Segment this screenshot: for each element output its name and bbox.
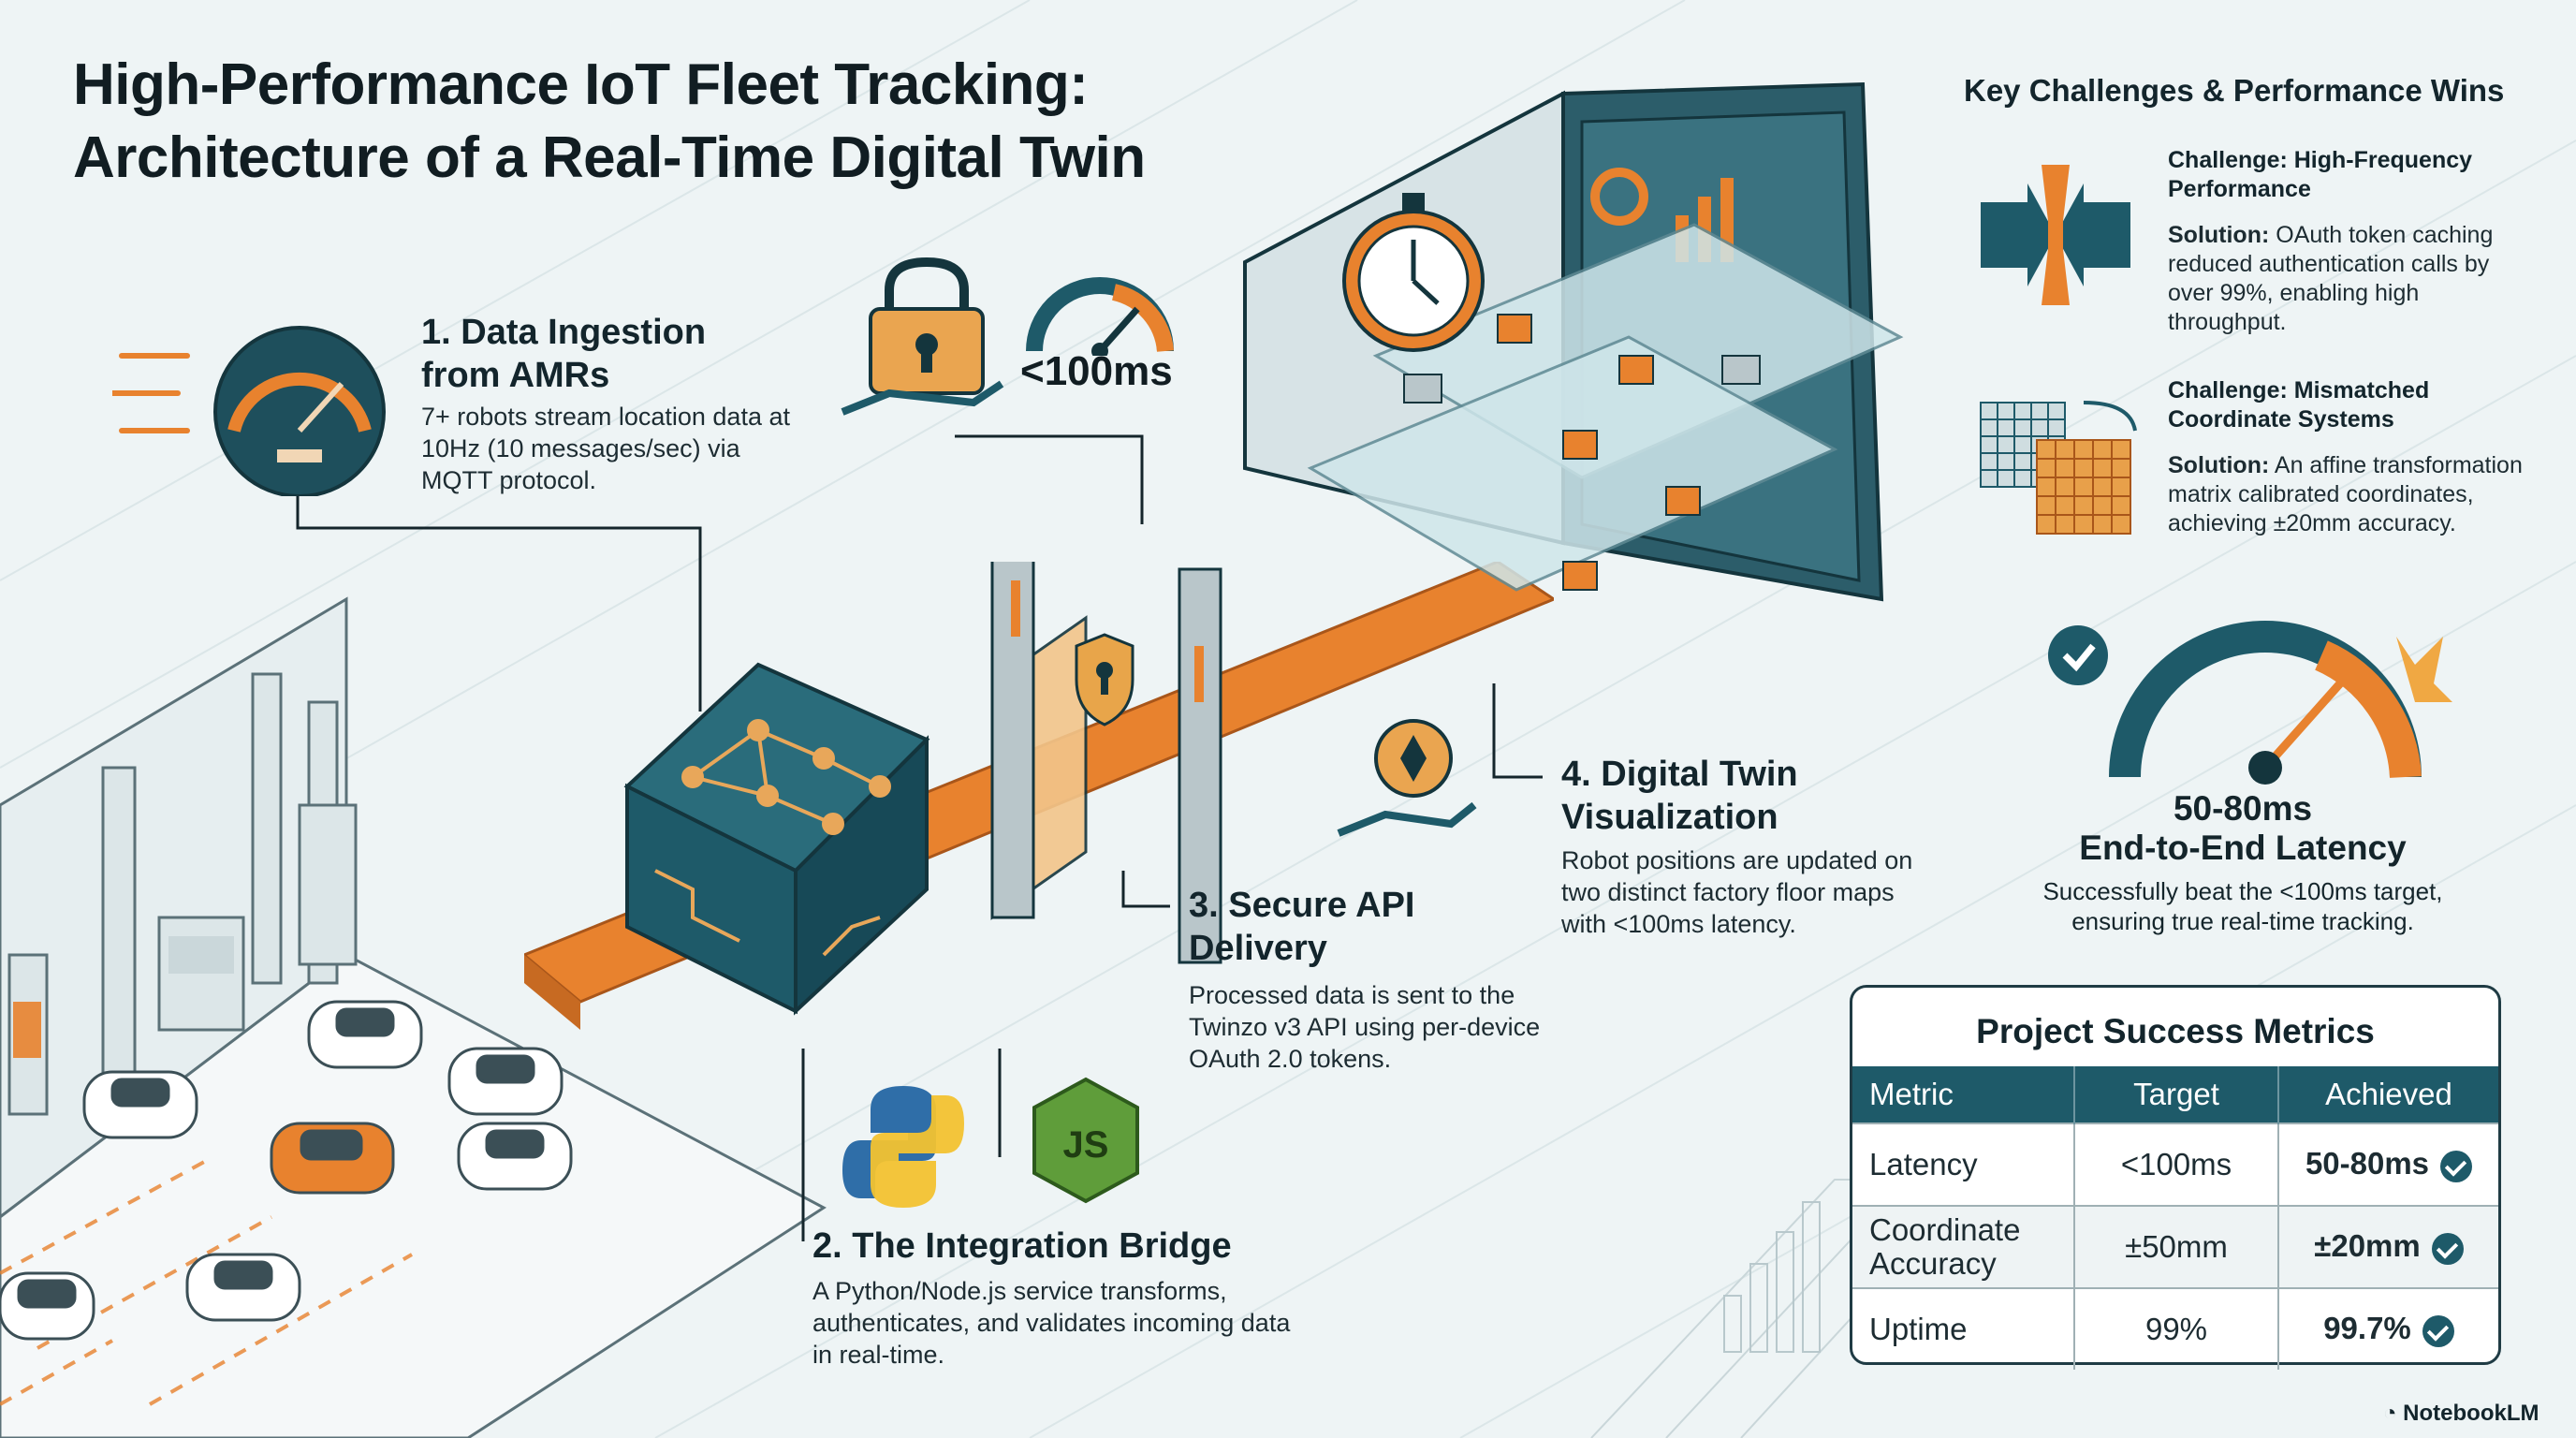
speedometer-icon [112,326,386,496]
target-cell: 99% [2073,1287,2278,1370]
table-row: Coordinate Accuracy ±50mm ±20mm [1852,1205,2498,1288]
step-api-heading: 3. Secure API Delivery [1189,886,1415,968]
challenge-1-heading: Challenge: High-Frequency Performance [2168,147,2473,202]
amr-robot [0,1271,95,1341]
challenge-2-solution-label: Solution: [2168,452,2270,478]
factory-floor-illustration [0,596,827,1438]
step-bridge-heading: 2. The Integration Bridge [812,1226,1232,1266]
lock-icon [841,257,1004,416]
achieved-cell: ±20mm [2277,1205,2498,1288]
achieved-value: 99.7% [2323,1311,2411,1346]
grid-transform-icon [1980,401,2137,535]
amr-robot [447,1047,564,1116]
achieved-value: ±20mm [2314,1228,2421,1264]
challenge-2-heading: Challenge: Mismatched Coordinate Systems [2168,377,2430,433]
metric-cell: Coordinate Accuracy [1852,1205,2074,1288]
nodejs-logo-text: JS [1063,1124,1109,1166]
header-metric: Metric [1852,1066,2074,1123]
integration-hub [623,662,930,1016]
latency-note: Successfully beat the <100ms target, ens… [2042,877,2443,935]
step-ingestion-heading: 1. Data Ingestion from AMRs [421,313,707,395]
challenge-1-solution: Solution: OAuth token caching reduced au… [2168,221,2533,337]
title-line-1: High-Performance IoT Fleet Tracking: [73,52,1089,117]
metric-cell: Latency [1852,1123,2074,1206]
challenges-title: Key Challenges & Performance Wins [1964,73,2505,108]
amr-robot [457,1122,573,1191]
check-icon [2422,1314,2454,1347]
challenge-1-solution-label: Solution: [2168,222,2270,248]
latency-value: 50-80ms [2173,789,2313,828]
stopwatch-icon [1342,193,1485,352]
check-icon [2048,625,2108,685]
latency-label: End-to-End Latency [2079,829,2407,867]
brand-label: ◔ NotebookLM [2383,1401,2539,1427]
data-pipeline-illustration [524,562,1554,1030]
amr-robot [82,1070,198,1139]
step-bridge-body: A Python/Node.js service transforms, aut… [812,1277,1291,1369]
table-row: Latency <100ms 50-80ms [1852,1123,2498,1206]
achieved-cell: 50-80ms [2277,1123,2498,1206]
step-twin-heading: 4. Digital Twin Visualization [1561,755,1798,837]
latency-gauge-icon [2048,621,2452,785]
metric-cell: Uptime [1852,1287,2074,1370]
digital-twin-screen [1243,81,1904,602]
coin-hand-icon [1337,719,1477,837]
achieved-cell: 99.7% [2277,1287,2498,1370]
challenge-2-solution: Solution: An affine transformation matri… [2168,451,2533,538]
challenge-2-solution-text: An affine transformation matrix calibrat… [2168,452,2523,536]
target-cell: <100ms [2073,1123,2278,1206]
metrics-panel: Project Success Metrics Metric Target Ac… [1850,985,2501,1370]
step-api-body: Processed data is sent to the Twinzo v3 … [1189,981,1541,1073]
page-title: High-Performance IoT Fleet Tracking: Arc… [73,49,1146,195]
amr-robot [307,1000,423,1069]
challenge-1-solution-text: OAuth token caching reduced authenticati… [2168,222,2494,335]
step-ingestion-body: 7+ robots stream location data at 10Hz (… [421,403,790,494]
header-target: Target [2073,1066,2278,1123]
target-cell: ±50mm [2073,1205,2278,1288]
python-icon [842,1086,964,1208]
metrics-table: Metric Target Achieved Latency <100ms 50… [1852,1066,2498,1370]
step-twin-body: Robot positions are updated on two disti… [1561,846,1913,938]
latency-badge: <100ms [1020,348,1173,394]
metrics-title: Project Success Metrics [1976,1012,2375,1050]
achieved-value: 50-80ms [2305,1146,2430,1181]
security-gate [990,562,1222,964]
brand-text: NotebookLM [2403,1401,2539,1426]
check-icon [2440,1150,2473,1182]
decor-bars [1723,1201,1821,1353]
table-row: Uptime 99% 99.7% [1852,1287,2498,1370]
bottleneck-icon [1981,165,2130,305]
check-icon [2431,1232,2464,1265]
gauge-icon [1026,277,1174,356]
amr-robot [270,1122,395,1195]
title-line-2: Architecture of a Real-Time Digital Twin [73,125,1146,190]
notebooklm-icon: ◔ [2383,1401,2404,1426]
amr-robot [185,1253,301,1322]
nodejs-icon: JS [1032,1077,1139,1204]
header-achieved: Achieved [2277,1066,2498,1123]
